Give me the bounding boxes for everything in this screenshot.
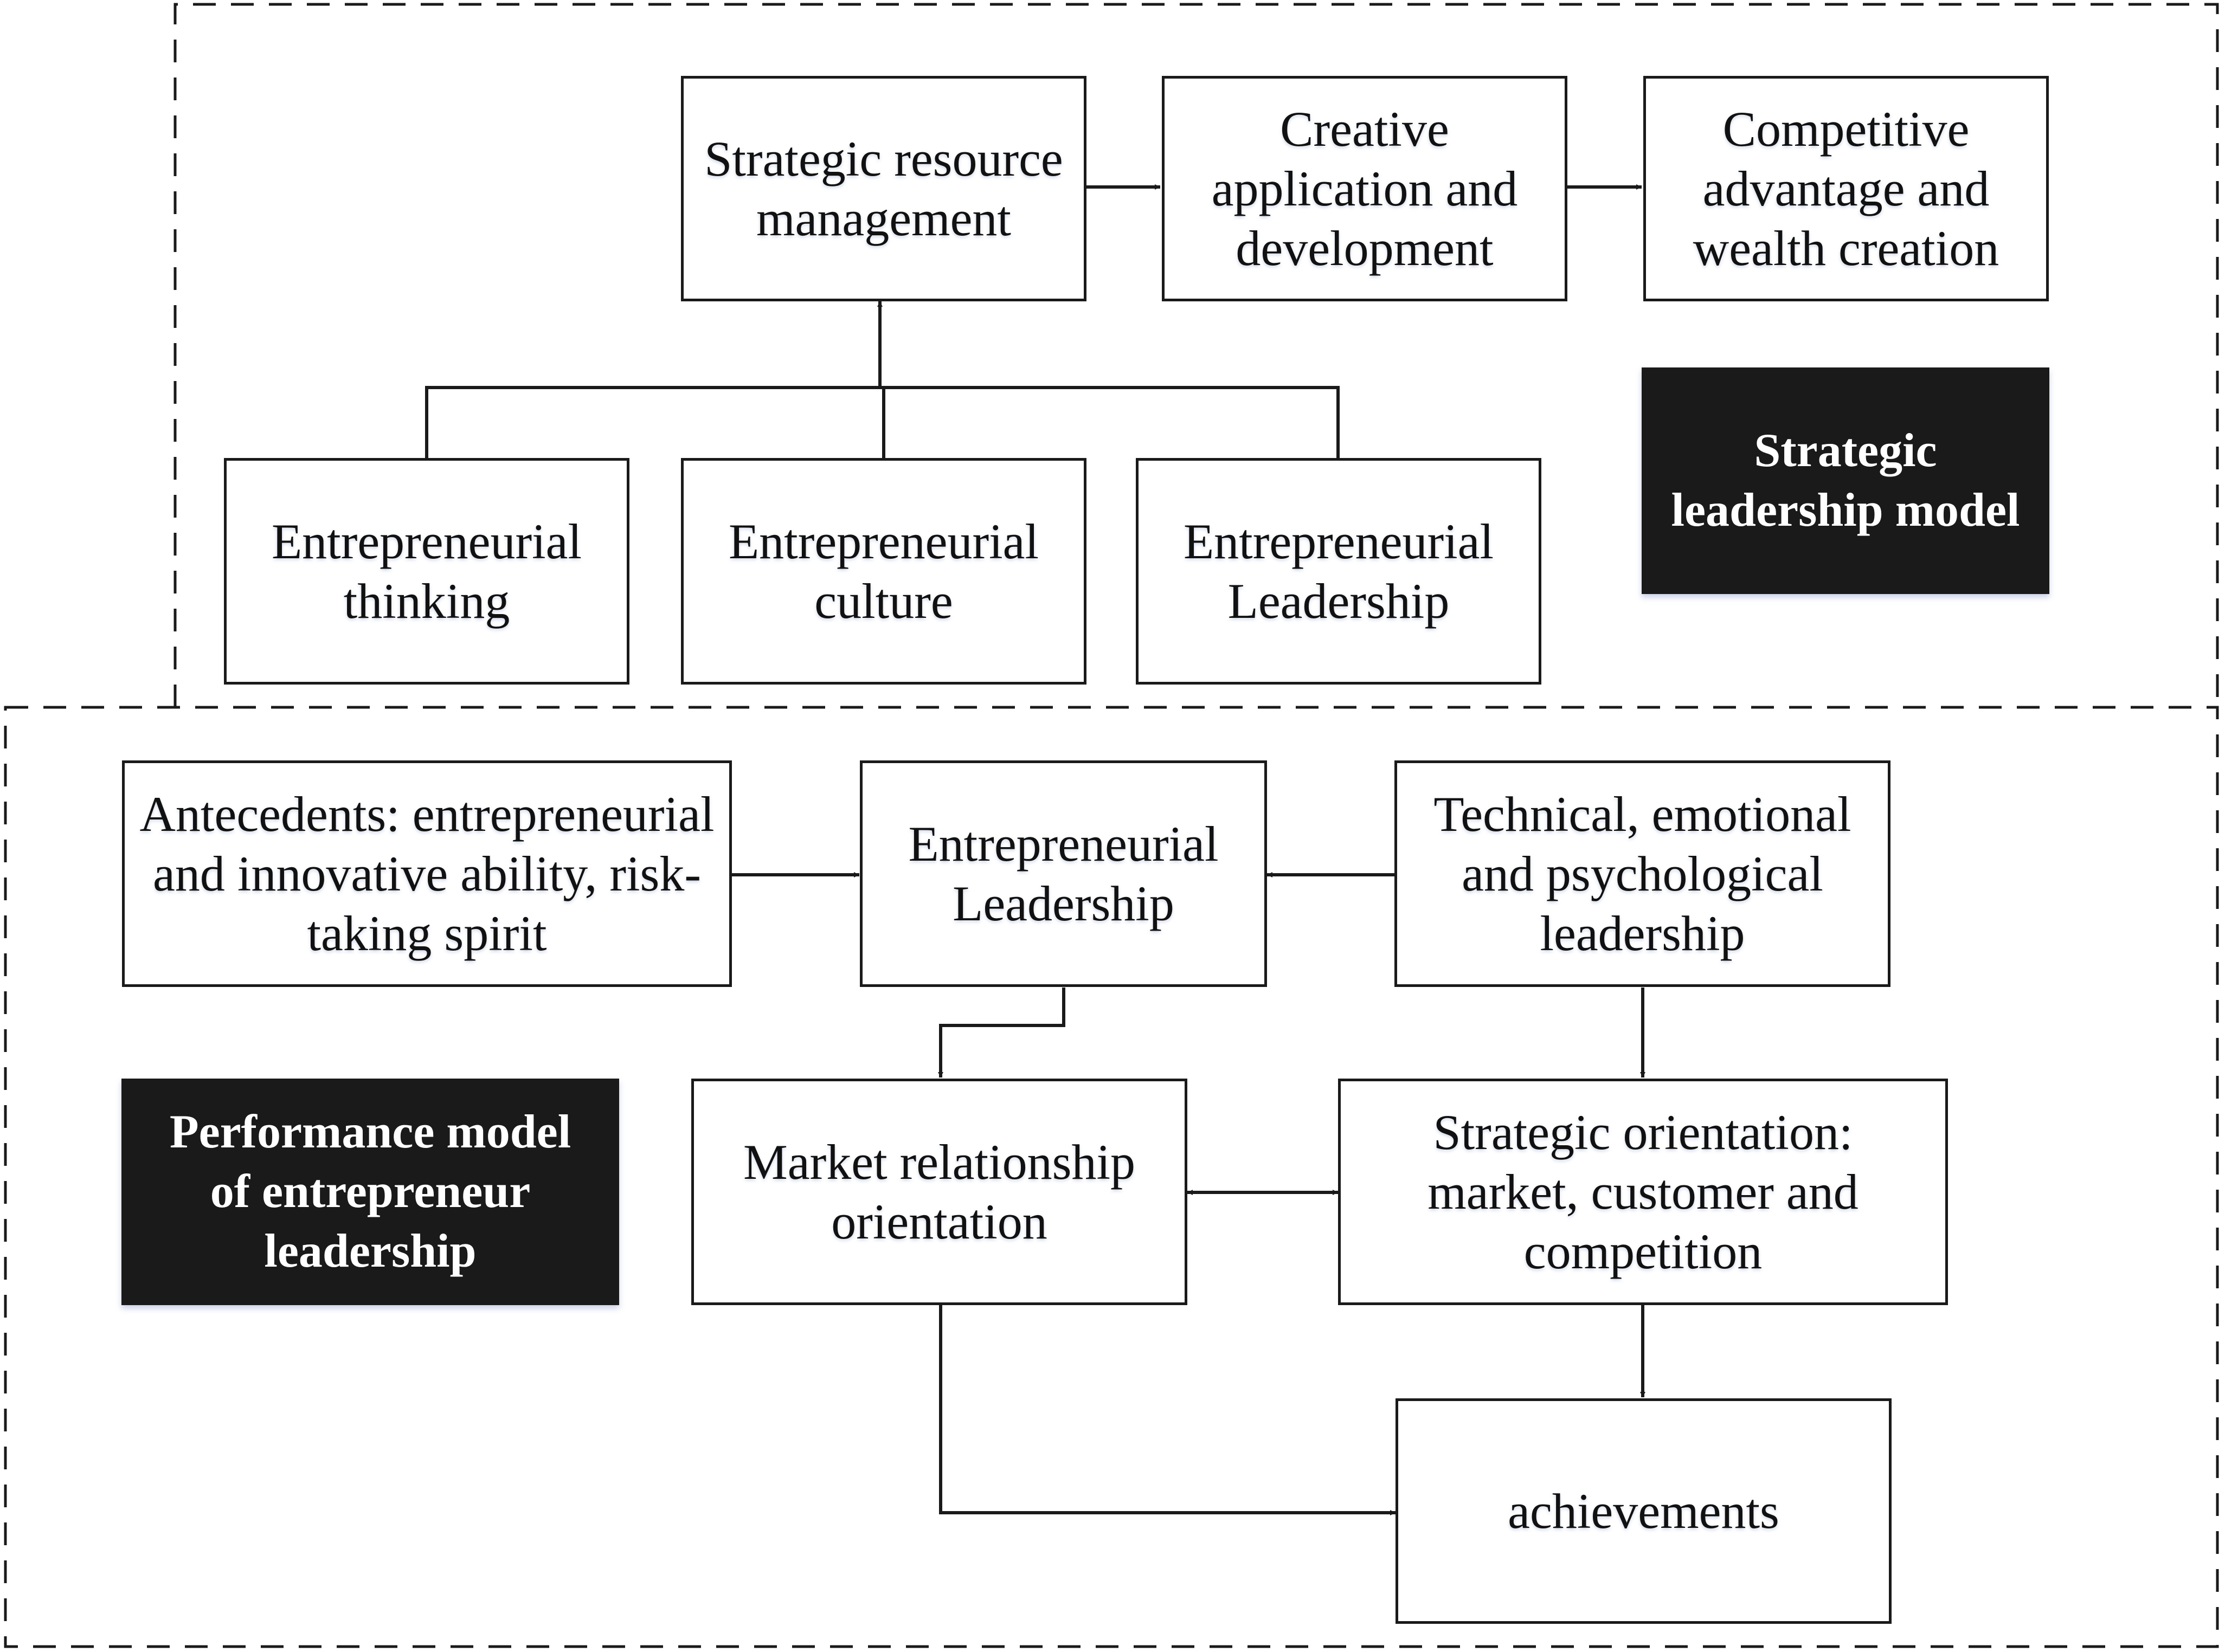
strategic-orientation-box: Strategic orientation: market, customer …: [1338, 1079, 1948, 1305]
entrepreneurial-thinking-box: Entrepreneurial thinking: [224, 458, 629, 685]
arrow-leadership-to-market: [938, 988, 1065, 1077]
technical-emotional-leadership-box: Technical, emotional and psychological l…: [1394, 760, 1890, 987]
antecedents-box: Antecedents: entrepreneurial and innovat…: [122, 760, 732, 987]
strategic-resource-management-box: Strategic resource management: [681, 76, 1086, 301]
top-section-border: [173, 3, 2219, 707]
performance-model-label: Performance model of entrepreneur leader…: [121, 1079, 619, 1305]
entrepreneurial-culture-box: Entrepreneurial culture: [681, 458, 1086, 685]
entrepreneurial-leadership-box-top: Entrepreneurial Leadership: [1136, 458, 1541, 685]
bottom-section-border: [4, 706, 2219, 1648]
creative-application-box: Creative application and development: [1162, 76, 1567, 301]
arrow-market-to-achievements: [939, 1305, 1396, 1515]
achievements-box: achievements: [1396, 1398, 1892, 1624]
competitive-advantage-box: Competitive advantage and wealth creatio…: [1643, 76, 2049, 301]
strategic-leadership-model-label: Strategic leadership model: [1642, 367, 2049, 594]
market-relationship-box: Market relationship orientation: [691, 1079, 1187, 1305]
entrepreneurial-leadership-box-bottom: Entrepreneurial Leadership: [860, 760, 1267, 987]
